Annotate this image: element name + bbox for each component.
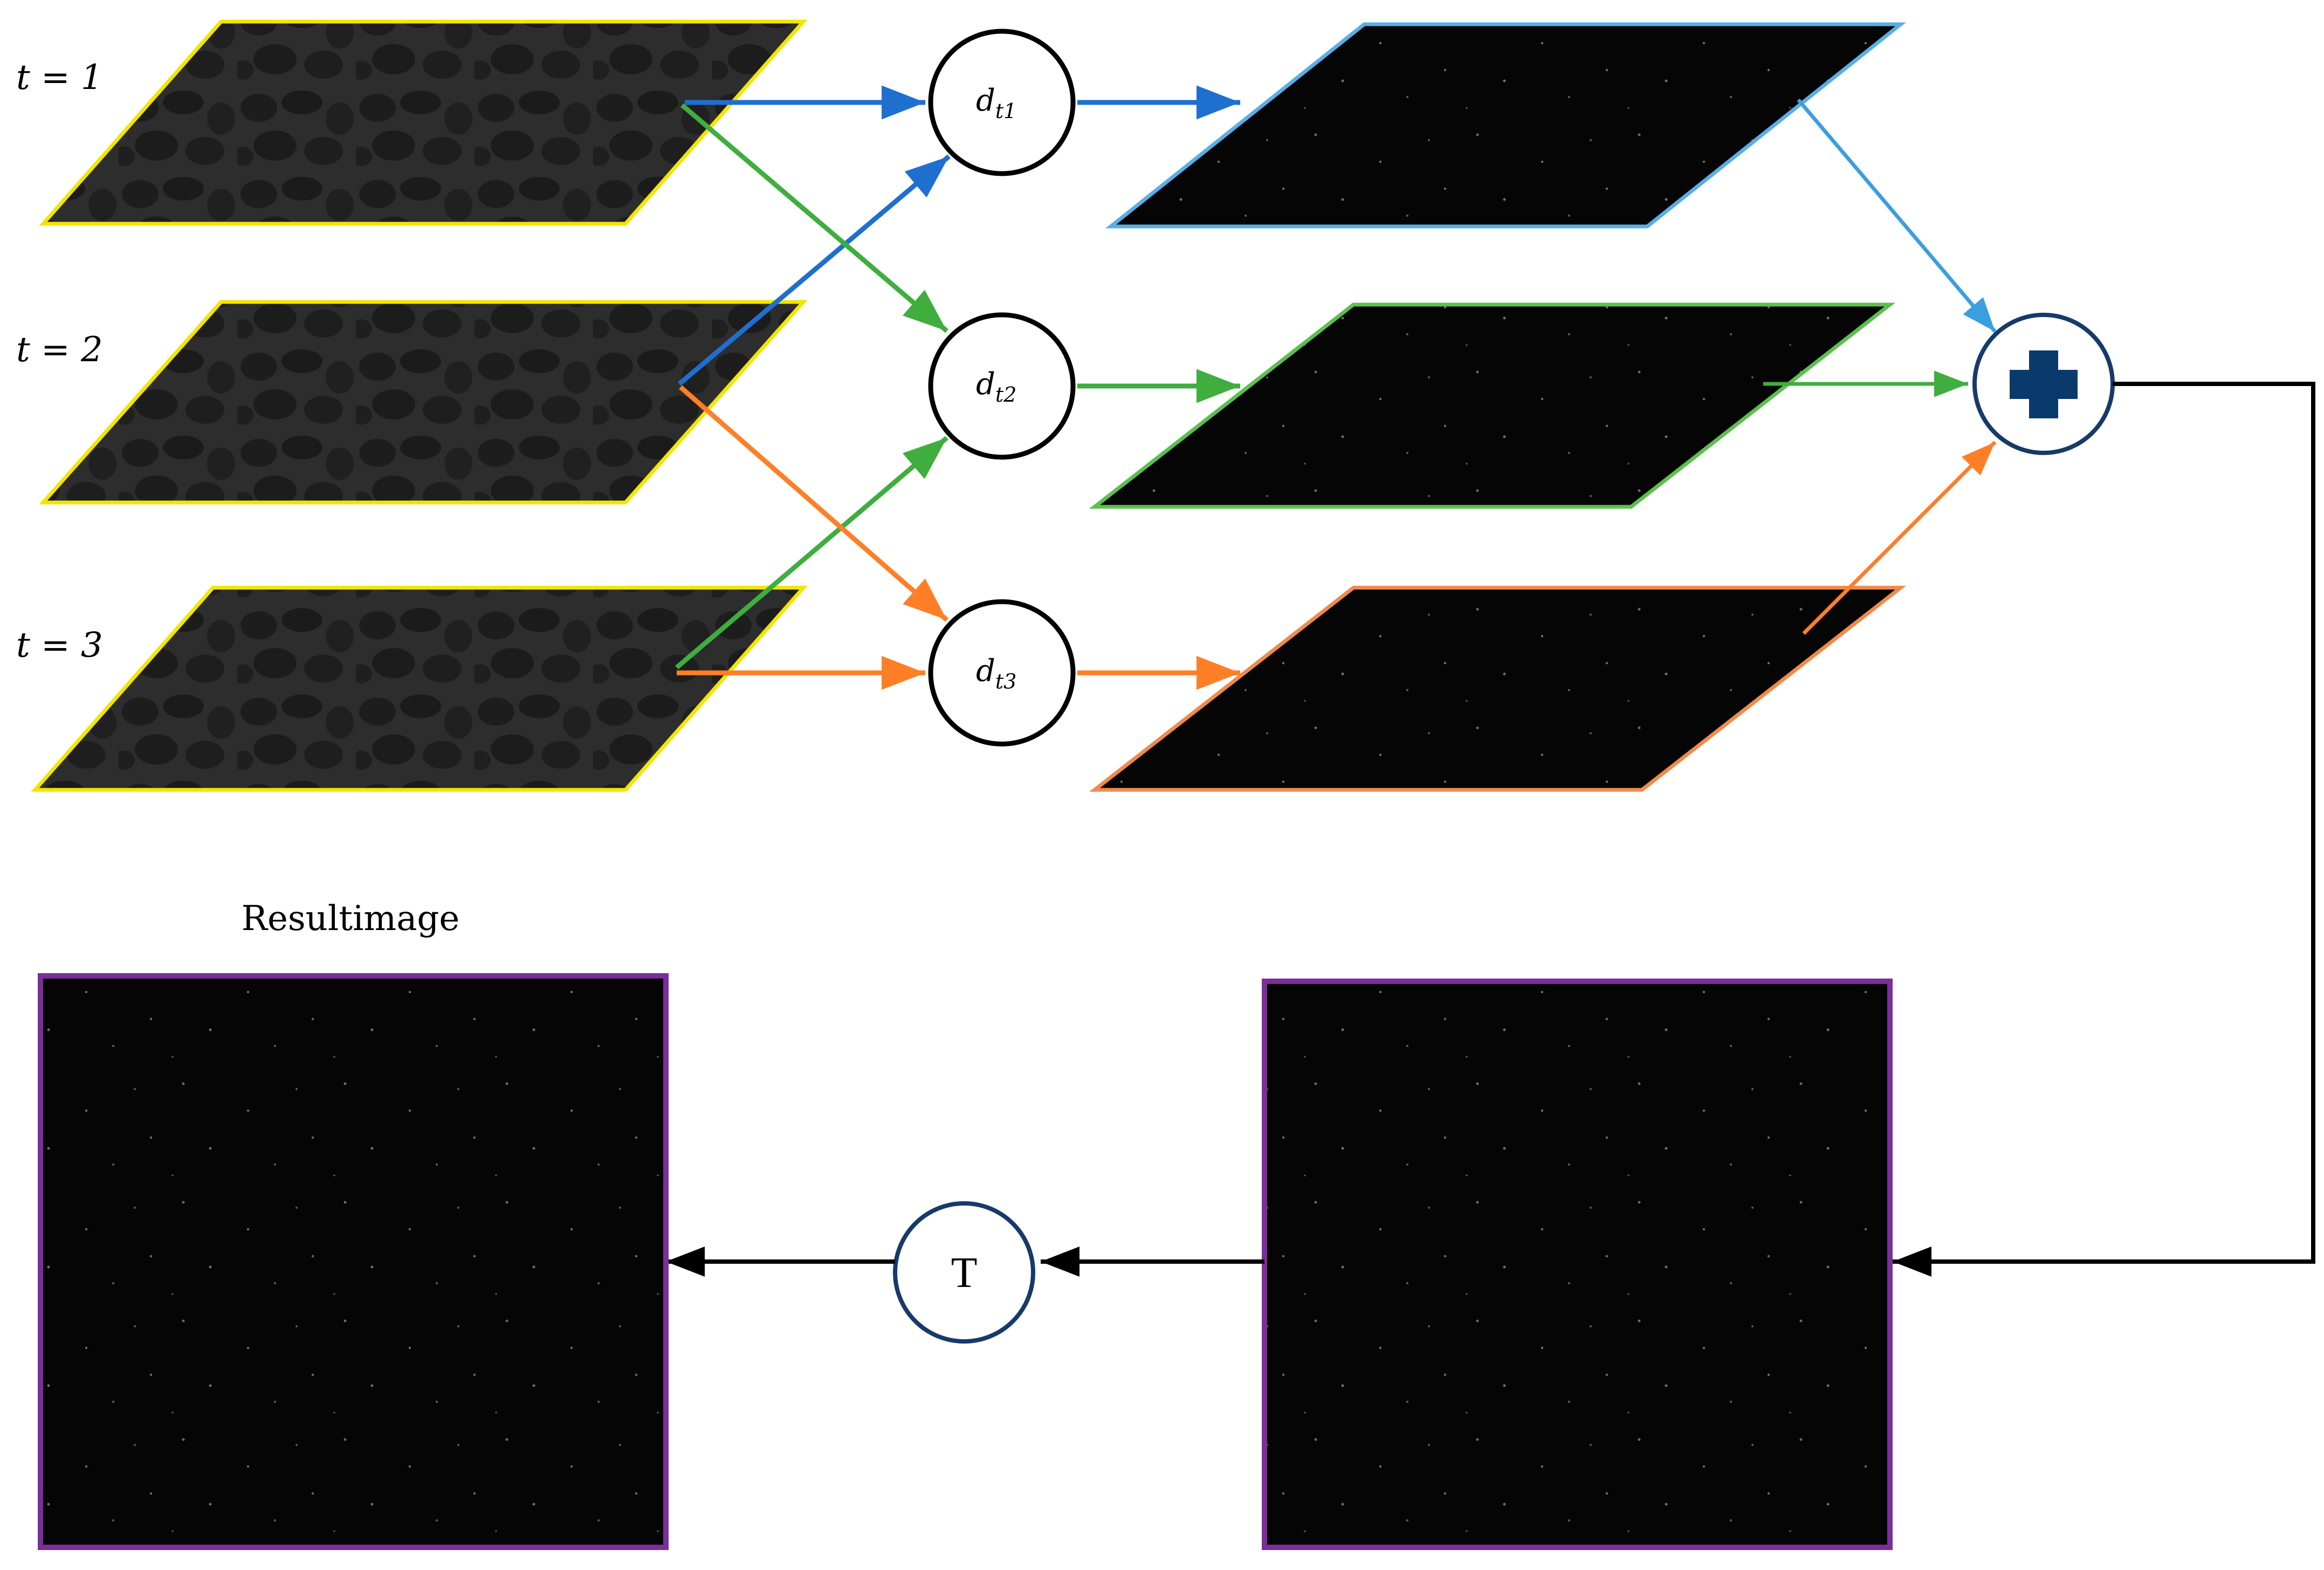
svg-text:dt3: dt3 xyxy=(976,653,1016,693)
time-label-2: t = 2 xyxy=(16,330,103,370)
difference-node-3-label: d xyxy=(976,653,995,688)
svg-text:dt1: dt1 xyxy=(976,83,1016,123)
accumulated-frame xyxy=(1262,979,1893,1550)
result-caption: Resultimage xyxy=(242,899,459,939)
arrow-frame1-to-sum xyxy=(1797,98,1997,333)
time-label-1: t = 1 xyxy=(16,58,103,98)
difference-node-1: dt1 xyxy=(928,29,1076,176)
arrow-sum-to-accumulated-frame xyxy=(1893,382,2315,1277)
difference-node-3-subscript: t3 xyxy=(995,670,1016,693)
input-frame-t3 xyxy=(31,586,808,792)
difference-node-1-subscript: t1 xyxy=(995,99,1016,123)
threshold-node-label: T xyxy=(951,1249,978,1297)
plus-icon xyxy=(2010,350,2078,418)
threshold-node: T xyxy=(893,1201,1035,1344)
difference-node-2-subscript: t2 xyxy=(995,383,1016,407)
arrow-frame3-to-sum xyxy=(1802,440,1997,635)
difference-node-2: dt2 xyxy=(928,312,1076,460)
result-frame xyxy=(38,973,669,1550)
arrow-t1-to-d2 xyxy=(680,103,948,333)
input-frame-t2 xyxy=(39,300,808,505)
difference-node-2-label: d xyxy=(976,367,995,402)
difference-frame-2 xyxy=(1089,302,1896,509)
arrow-t3-to-d2 xyxy=(675,436,948,670)
difference-frame-3 xyxy=(1089,586,1907,792)
difference-node-3: dt3 xyxy=(928,599,1076,747)
difference-frame-1 xyxy=(1105,22,1906,229)
sum-node xyxy=(1972,313,2115,455)
input-frame-t1 xyxy=(39,19,808,226)
svg-text:dt2: dt2 xyxy=(976,367,1016,407)
difference-node-1-label: d xyxy=(976,83,995,118)
arrow-t2-to-d3 xyxy=(679,385,948,622)
arrow-t2-to-d1 xyxy=(678,154,951,386)
time-label-3: t = 3 xyxy=(16,625,103,665)
